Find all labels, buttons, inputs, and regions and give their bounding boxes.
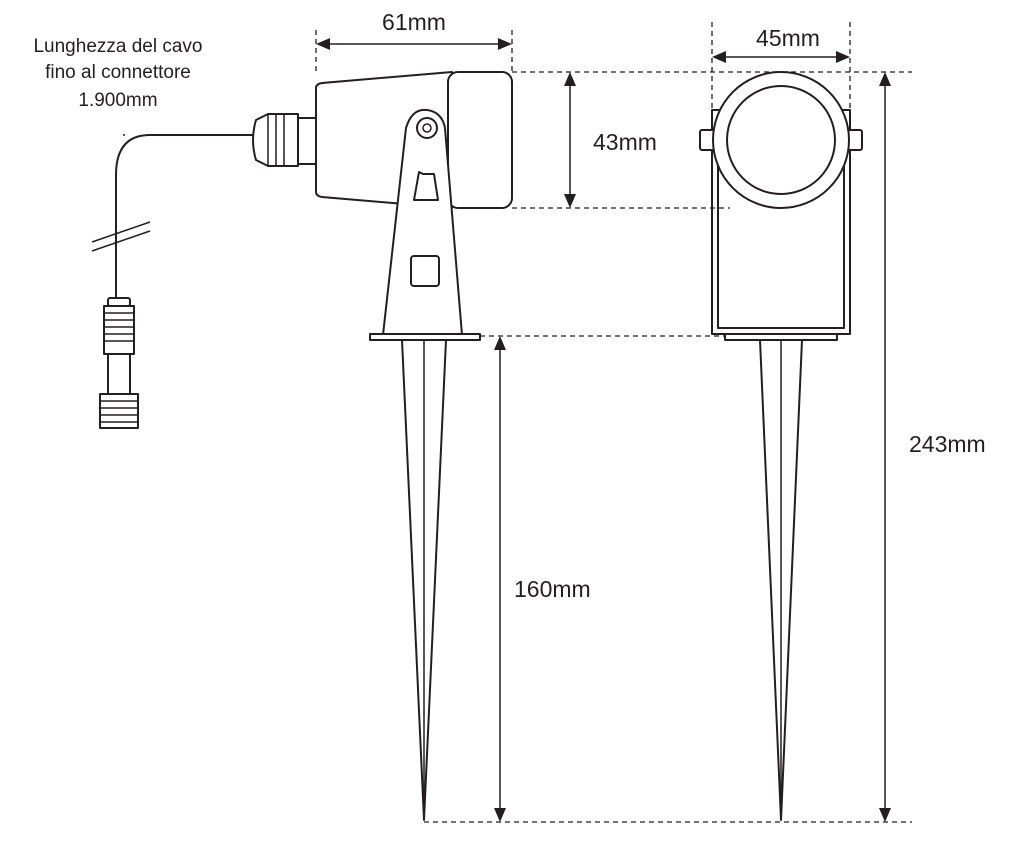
dim-width-front: 45mm	[756, 25, 820, 51]
dim-head-height: 43mm	[593, 129, 657, 155]
dim-width-side: 61mm	[382, 9, 446, 35]
cable-length-note: Lunghezza del cavo fino al connettore 1.…	[33, 36, 202, 111]
cable-gland	[252, 113, 317, 167]
front-view	[699, 71, 863, 821]
cable-note-length: 1.900mm	[78, 90, 157, 111]
cable-note-line1: Lunghezza del cavo	[33, 36, 202, 57]
dim-spike-length: 160mm	[514, 576, 591, 602]
cable-connector	[99, 297, 139, 429]
front-pivot-left	[699, 129, 715, 151]
bracket-slot-lower	[410, 255, 440, 287]
mounting-bracket	[382, 108, 463, 336]
front-pivot-right	[847, 129, 863, 151]
lamp-front-ring	[447, 71, 513, 209]
lamp-lens	[726, 85, 836, 195]
dim-total-height: 243mm	[909, 431, 986, 457]
dimension-lines	[315, 22, 912, 823]
side-view	[91, 71, 513, 821]
bracket-slot-upper	[413, 171, 439, 201]
pivot-screw	[416, 117, 438, 139]
cable-note-line2: fino al connettore	[45, 62, 191, 83]
cable-break-mark	[91, 221, 151, 252]
cable	[115, 134, 257, 299]
